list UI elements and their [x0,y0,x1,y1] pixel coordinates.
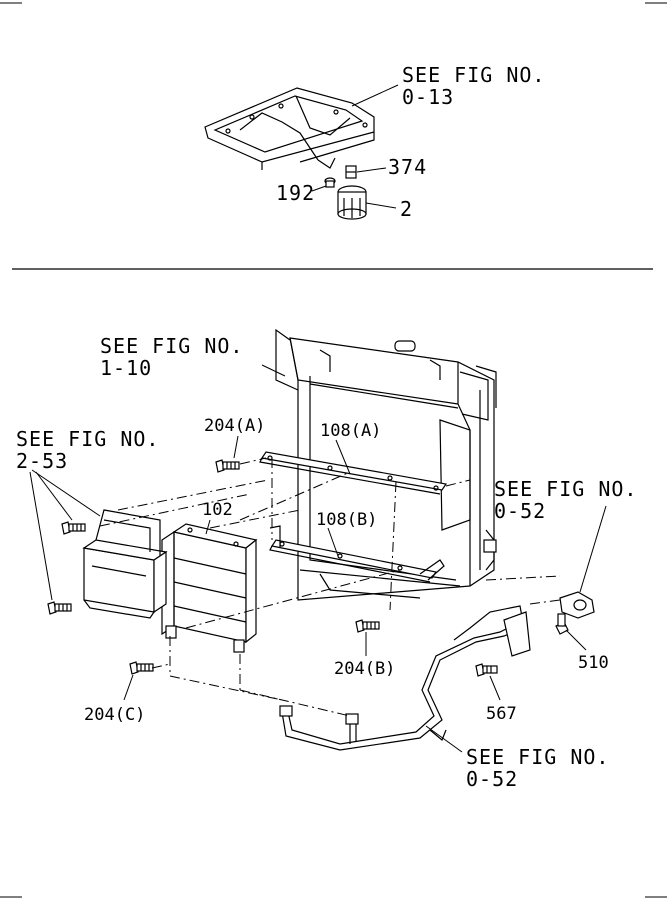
bolt-567 [475,663,498,677]
assembly-lines [99,457,561,717]
ref-oil-pan-line2: 0-13 [402,85,454,109]
part-label-204c: 204(C) [84,705,145,725]
part-label-374: 374 [388,155,427,179]
bolt-204c [129,661,154,675]
oil-pan [204,87,375,170]
part-label-2: 2 [400,197,413,221]
ref-2-53-leaders [29,469,101,601]
part-label-192: 192 [276,181,315,205]
part-label-108b: 108(B) [316,510,377,530]
ref-cooler-line1: SEE FIG NO. [16,427,159,451]
oil-filter-2 [337,185,367,220]
bracket-108b [269,525,445,583]
ref-radiator-line2: 1-10 [100,356,152,380]
bolt-204a-left-1 [61,521,86,535]
bolt-204a-left-2 [47,601,72,615]
bolt-510 [555,613,569,635]
ref-oil-pan-line1: SEE FIG NO. [402,63,545,87]
ref-cooler-line2: 2-53 [16,449,68,473]
drain-plug-374 [345,165,357,179]
bolt-204a [215,459,240,473]
ref-pipe-bottom-line2: 0-52 [466,767,518,791]
part-label-108a: 108(A) [320,421,381,441]
cooler-2-53 [82,509,168,619]
part-label-204b: 204(B) [334,659,395,679]
oil-cooler-102 [161,523,258,653]
gasket-192 [324,177,336,188]
pipe-clamp [559,591,595,619]
part-label-567: 567 [486,704,517,724]
ref-radiator-line1: SEE FIG NO. [100,334,243,358]
bolt-204b [355,619,380,633]
ref-pipe-bottom-line1: SEE FIG NO. [466,745,609,769]
oil-pipe [279,605,531,751]
ref-pipe-right-line2: 0-52 [494,499,546,523]
bracket-108a [259,451,448,495]
ref-pipe-right-line1: SEE FIG NO. [494,477,637,501]
part-label-204a: 204(A) [204,416,265,436]
part-label-102: 102 [202,500,233,520]
part-label-510: 510 [578,653,609,673]
radiator-shroud [275,328,497,601]
